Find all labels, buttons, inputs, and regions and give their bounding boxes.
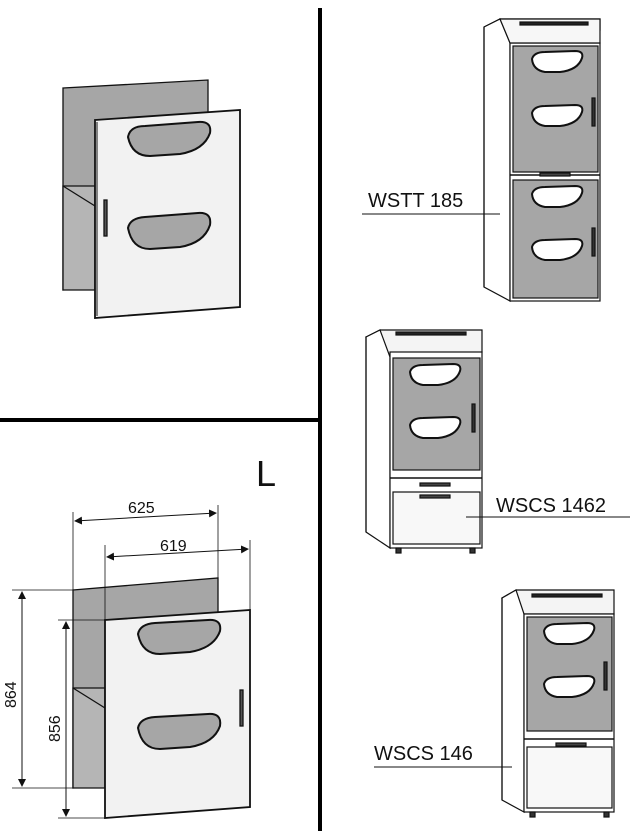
door-panel [94,109,241,319]
door-insert-drawing [62,79,241,319]
cutout-bottom [126,211,212,251]
inner-shelf-dim [72,687,106,789]
label-wscs-146: WSCS 146 [374,743,473,765]
side-label: L [256,453,276,494]
door-handle [103,199,108,237]
label-wscs-1462: WSCS 1462 [496,495,606,517]
cabinet-wscs-1462 [364,329,483,554]
cutout-top-dim [136,618,222,656]
drawer-2 [392,491,481,545]
dim-label-outer-height: 864 [3,681,20,708]
cutout-top [126,120,212,158]
label-wstt-185: WSTT 185 [368,190,463,212]
cabinet-top-slot-3 [531,593,603,598]
dim-line-inner-width [106,545,249,561]
cabinet-top-slot [519,21,589,26]
dimensioned-door-drawing [12,505,251,819]
cutout-bottom-dim [136,712,222,751]
cabinet-wscs-146 [500,589,615,818]
dim-line-outer-width [74,509,217,525]
drawer-3 [526,746,613,809]
dim-label-outer-width: 625 [128,500,155,517]
inner-shelf [62,185,96,291]
door-panel-dim [104,609,251,819]
cabinet-wstt-185 [483,18,601,303]
door-handle-dim [239,689,244,727]
dim-label-inner-height: 856 [47,715,64,742]
cabinet-top-slot-2 [395,331,467,336]
dim-label-inner-width: 619 [160,538,187,555]
